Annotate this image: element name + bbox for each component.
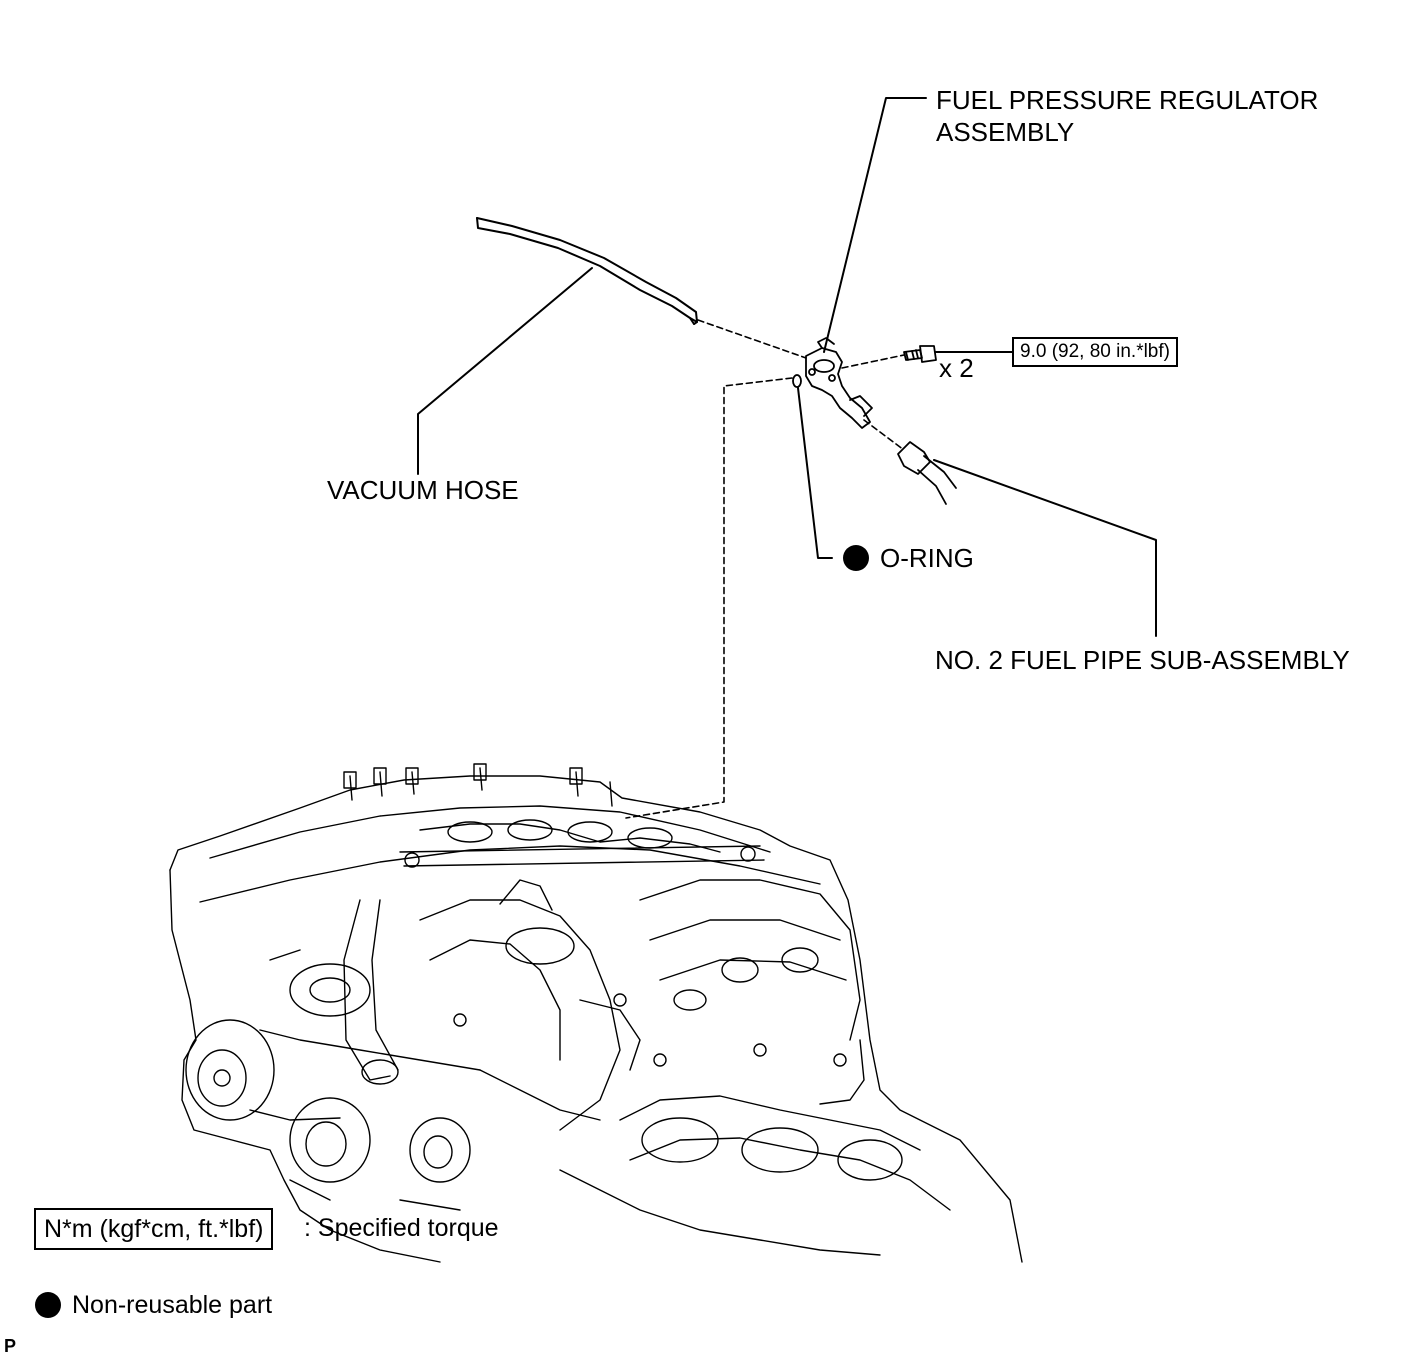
torque-spec-box: 9.0 (92, 80 in.*lbf) — [1012, 337, 1178, 367]
legend-torque-desc: : Specified torque — [304, 1214, 499, 1242]
fuel-pipe-fitting — [897, 441, 957, 505]
callout-o-ring: O-RING — [880, 543, 974, 573]
legend-torque-box: N*m (kgf*cm, ft.*lbf) — [34, 1208, 274, 1250]
vacuum-hose — [476, 217, 698, 325]
corner-mark: P — [4, 1336, 17, 1356]
leader-lines — [417, 97, 1157, 637]
callout-fuel-pipe: NO. 2 FUEL PIPE SUB-ASSEMBLY — [935, 645, 1350, 675]
callout-regulator-line1: FUEL PRESSURE REGULATOR — [936, 85, 1319, 115]
alignment-dashes — [625, 319, 905, 819]
engine-assembly — [169, 763, 1023, 1263]
callout-vacuum-hose: VACUUM HOSE — [327, 475, 519, 505]
legend-non-reusable-label: Non-reusable part — [72, 1291, 273, 1319]
legend-non-reusable-icon — [35, 1292, 61, 1318]
o-ring — [792, 374, 802, 388]
bolt — [903, 345, 937, 363]
fuel-pressure-regulator — [805, 337, 873, 429]
o-ring-non-reusable-icon — [843, 545, 869, 571]
bolt-quantity: x 2 — [939, 353, 974, 383]
callout-regulator-line2: ASSEMBLY — [936, 117, 1075, 147]
